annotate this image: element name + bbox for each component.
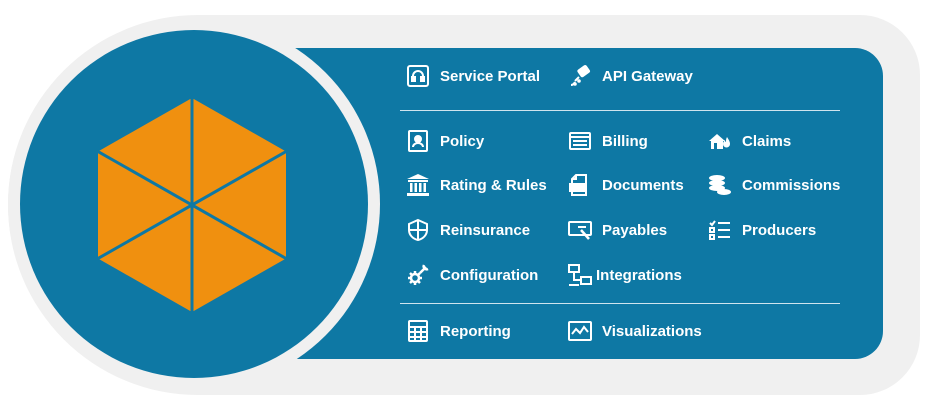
module-label: Documents [602,176,684,194]
module-label: Claims [742,132,792,150]
module-label: API Gateway [602,67,693,85]
policy-document-icon [406,129,430,153]
module-api-gateway[interactable]: API Gateway [568,63,693,89]
module-label: Reporting [440,322,511,340]
module-label: Producers [742,221,817,239]
module-integrations[interactable]: Integrations [568,262,682,288]
module-configuration[interactable]: Configuration [406,262,538,288]
module-service-portal[interactable]: Service Portal [406,63,540,89]
module-label: Reinsurance [440,221,531,239]
module-producers[interactable]: Producers [708,217,816,243]
house-fire-icon [708,129,732,153]
check-pen-icon [568,218,592,242]
shield-icon [406,218,430,242]
module-claims[interactable]: Claims [708,128,791,154]
headset-icon [406,64,430,88]
module-documents[interactable]: Documents [568,172,684,198]
network-computers-icon [568,263,592,287]
module-visualizations[interactable]: Visualizations [568,318,702,344]
module-label: Service Portal [440,67,541,85]
module-label: Integrations [596,266,682,284]
module-policy[interactable]: Policy [406,128,484,154]
module-label: Configuration [440,266,539,284]
module-label: Policy [440,132,485,150]
top-divider [400,110,840,111]
checklist-icon [708,218,732,242]
module-label: Payables [602,221,668,239]
usb-plug-icon [568,64,592,88]
module-label: Commissions [742,176,841,194]
module-reinsurance[interactable]: Reinsurance [406,217,530,243]
module-billing[interactable]: Billing [568,128,648,154]
module-rating-rules[interactable]: Rating & Rules [406,172,547,198]
doc-file-icon [568,173,592,197]
module-label: Visualizations [602,322,702,340]
module-label: Billing [602,132,648,150]
spreadsheet-icon [406,319,430,343]
gear-wrench-icon [406,263,430,287]
billing-screen-icon [568,129,592,153]
line-chart-icon [568,319,592,343]
module-reporting[interactable]: Reporting [406,318,511,344]
core-hexagon [98,98,286,312]
coin-stack-icon [708,173,732,197]
bank-columns-icon [406,173,430,197]
bottom-divider [400,303,840,304]
module-payables[interactable]: Payables [568,217,667,243]
module-label: Rating & Rules [440,176,547,194]
module-commissions[interactable]: Commissions [708,172,840,198]
